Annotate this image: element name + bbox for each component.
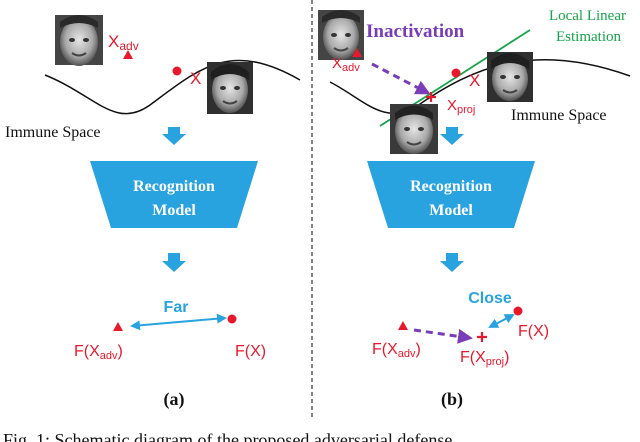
adversarial-face-image — [318, 10, 364, 60]
projected-face-image — [390, 104, 438, 154]
model-label-line2: Model — [429, 202, 473, 219]
down-arrow-icon — [440, 127, 464, 145]
local-linear-label-line1: Local Linear — [549, 8, 626, 24]
model-label-line1: Recognition — [133, 178, 215, 195]
f-x-label: F(X) — [518, 323, 549, 340]
immune-space-curve — [329, 58, 631, 115]
x-adv-marker — [123, 50, 133, 59]
immune-space-label: Immune Space — [511, 107, 607, 124]
x-adv-label: Xadv — [108, 32, 139, 53]
close-label: Close — [468, 290, 512, 307]
down-arrow-icon — [440, 253, 464, 272]
x-proj-marker — [426, 92, 436, 102]
recognition-model-block — [90, 161, 258, 228]
x-label: X — [190, 69, 201, 88]
recognition-model-block — [367, 161, 535, 228]
clean-face-image — [207, 62, 253, 114]
x-point — [451, 68, 461, 78]
panel-b-caption: (b) — [441, 389, 463, 410]
f-x-point — [513, 306, 523, 316]
x-adv-marker — [352, 48, 362, 57]
x-point — [172, 66, 182, 76]
f-x-point — [227, 314, 237, 324]
immune-space-label: Immune Space — [5, 124, 101, 141]
x-adv-label: Xadv — [332, 55, 360, 74]
figure-caption: Fig. 1: Schematic diagram of the propose… — [3, 430, 452, 442]
f-x-adv-label: F(Xadv) — [372, 341, 421, 360]
model-label-line2: Model — [152, 202, 196, 219]
inactivation-arrow — [371, 62, 431, 95]
far-label: Far — [164, 299, 189, 316]
f-x-label: F(X) — [235, 343, 266, 360]
f-x-proj-marker — [477, 332, 487, 342]
f-x-adv-marker — [398, 321, 408, 330]
down-arrow-icon — [162, 253, 186, 272]
local-linear-label-line2: Estimation — [556, 29, 621, 45]
model-label-line1: Recognition — [410, 178, 492, 195]
inactivation-label: Inactivation — [366, 21, 465, 42]
f-x-adv-label: F(Xadv) — [74, 343, 123, 362]
immune-space-curve — [44, 59, 301, 115]
inactivation-arrow — [413, 328, 473, 344]
down-arrow-icon — [162, 127, 186, 145]
panel-a-caption: (a) — [164, 389, 185, 410]
x-label: X — [469, 71, 480, 90]
f-x-proj-label: F(Xproj) — [460, 349, 509, 368]
clean-face-image — [487, 52, 533, 102]
adversarial-face-image — [55, 15, 103, 66]
close-arrow — [488, 314, 515, 328]
f-x-adv-marker — [113, 322, 123, 331]
x-proj-label: Xproj — [447, 97, 475, 116]
panel-b: Inactivation Local Linear Estimation Xad… — [318, 8, 631, 410]
far-arrow — [130, 313, 227, 331]
panel-a: Xadv X Immune Space Recognition Model Fa… — [5, 15, 301, 410]
